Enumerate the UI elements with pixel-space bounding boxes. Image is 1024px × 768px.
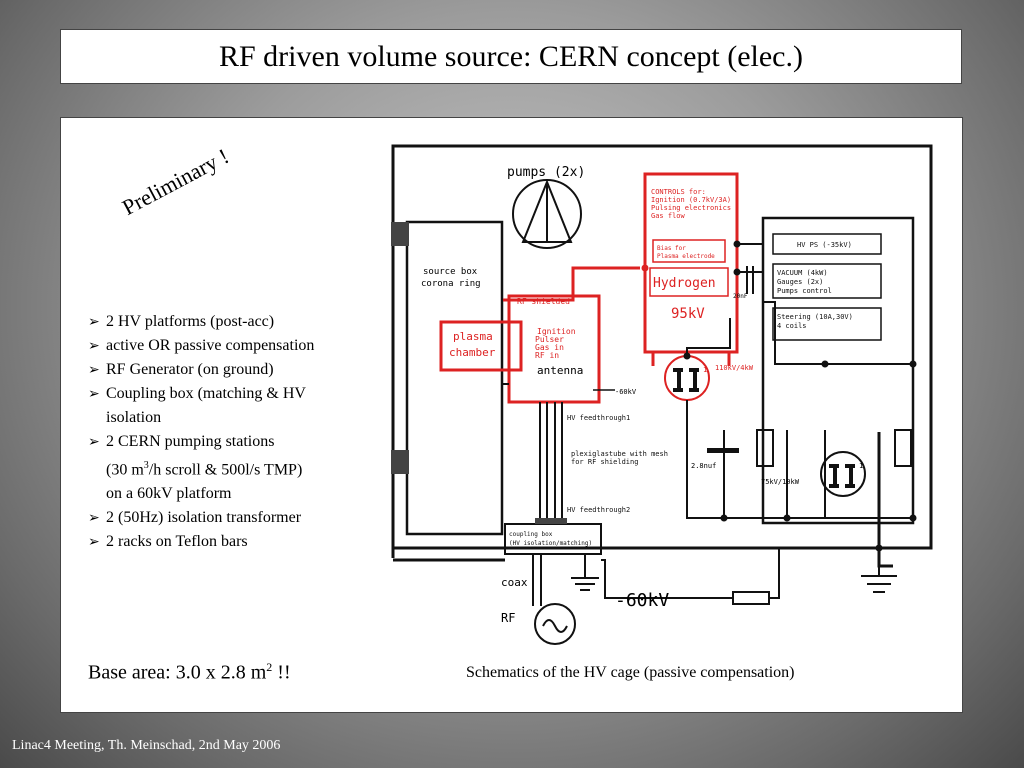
svg-text:20nF: 20nF: [733, 293, 748, 300]
svg-text:Gas flow: Gas flow: [651, 212, 686, 220]
svg-text:RF shielded: RF shielded: [517, 297, 570, 306]
svg-text:for RF shielding: for RF shielding: [571, 458, 638, 466]
svg-text:HV feedthrough2: HV feedthrough2: [567, 506, 630, 514]
svg-text:RF in: RF in: [535, 351, 559, 360]
svg-text:Bias for: Bias for: [657, 245, 686, 252]
svg-text:75kV/10kW: 75kV/10kW: [761, 478, 800, 486]
content-panel: [60, 117, 963, 713]
bullet-item: 2 CERN pumping stations: [88, 430, 388, 454]
svg-text:Gas in: Gas in: [535, 343, 564, 352]
kv95-label: 95kV: [671, 306, 705, 322]
svg-text:Pulser: Pulser: [535, 335, 564, 344]
svg-text:2.8nuf: 2.8nuf: [691, 462, 716, 470]
bullet-item: 2 (50Hz) isolation transformer: [88, 506, 388, 530]
svg-text:VACUUM (4kW): VACUUM (4kW): [777, 269, 828, 277]
controls-box: [643, 172, 739, 354]
antenna-label: antenna: [537, 364, 583, 377]
svg-text:Ignition: Ignition: [537, 327, 576, 336]
hv-cage-outline: [391, 144, 933, 558]
svg-text:Plasma electrode: Plasma electrode: [657, 253, 715, 260]
bullet-continuation: isolation: [106, 409, 162, 426]
svg-text:Pulsing electronics: Pulsing electronics: [651, 204, 731, 212]
svg-text:Pumps control: Pumps control: [777, 287, 832, 295]
neg60kv-label: -60kV: [615, 590, 669, 611]
svg-text:4 coils: 4 coils: [777, 322, 807, 330]
svg-text:Ignition (0.7kV/3A): Ignition (0.7kV/3A): [651, 196, 731, 204]
bullet-item: Coupling box (matching & HV: [88, 382, 388, 406]
svg-text:plasma: plasma: [453, 330, 493, 343]
base-area: Base area: 3.0 x 2.8 m2 !!: [88, 660, 291, 684]
svg-text:coax: coax: [501, 576, 528, 589]
bullet-continuation: (30 m3/h scroll & 500l/s TMP): [106, 460, 303, 479]
svg-text:(HV isolation/matching): (HV isolation/matching): [509, 540, 592, 547]
svg-text:plexiglastube with mesh: plexiglastube with mesh: [571, 450, 668, 458]
insulator-hatch: [391, 222, 409, 474]
svg-text:HV PS (-35kV): HV PS (-35kV): [797, 241, 852, 249]
bullet-item: RF Generator (on ground): [88, 358, 388, 382]
rf-generator-icon: [534, 603, 576, 645]
svg-text:chamber: chamber: [449, 346, 496, 359]
schematic-caption: Schematics of the HV cage (passive compe…: [466, 664, 795, 681]
footer: Linac4 Meeting, Th. Meinschad, 2nd May 2…: [12, 738, 281, 753]
bullet-list: 2 HV platforms (post-acc) active OR pass…: [88, 310, 388, 554]
transformer-75kv-icon: [820, 451, 866, 497]
svg-text:HV feedthrough1: HV feedthrough1: [567, 414, 630, 422]
svg-text:RF: RF: [501, 611, 515, 625]
svg-text:1: 1: [703, 366, 707, 374]
pumps-label: pumps (2x): [507, 165, 585, 180]
source-box-label: source box: [423, 267, 478, 277]
slide-title: RF driven volume source: CERN concept (e…: [60, 29, 962, 84]
bullet-item: active OR passive compensation: [88, 334, 388, 358]
hydrogen-box: [649, 267, 729, 297]
svg-text:-60kV: -60kV: [615, 388, 637, 396]
bullet-item: 2 HV platforms (post-acc): [88, 310, 388, 334]
svg-text:1: 1: [859, 462, 863, 470]
pump-icon: [512, 179, 582, 249]
bullet-continuation: on a 60kV platform: [106, 485, 232, 503]
svg-text:110kV/4kW: 110kV/4kW: [715, 364, 754, 372]
svg-text:coupling box: coupling box: [509, 531, 553, 538]
transformer-110kv-icon: [664, 355, 710, 401]
hydrogen-label: Hydrogen: [653, 276, 716, 291]
source-box: [405, 220, 504, 536]
bullet-item: 2 racks on Teflon bars: [88, 530, 388, 554]
plasma-chamber-box: [439, 320, 523, 372]
hv-cage-schematic: pumps (2x) source box corona ring CONTRO…: [391, 144, 933, 645]
svg-text:CONTROLS for:: CONTROLS for:: [651, 188, 706, 196]
svg-text:Gauges (2x): Gauges (2x): [777, 278, 823, 286]
corona-ring-label: corona ring: [421, 279, 481, 289]
svg-text:Steering (10A,30V): Steering (10A,30V): [777, 313, 853, 321]
